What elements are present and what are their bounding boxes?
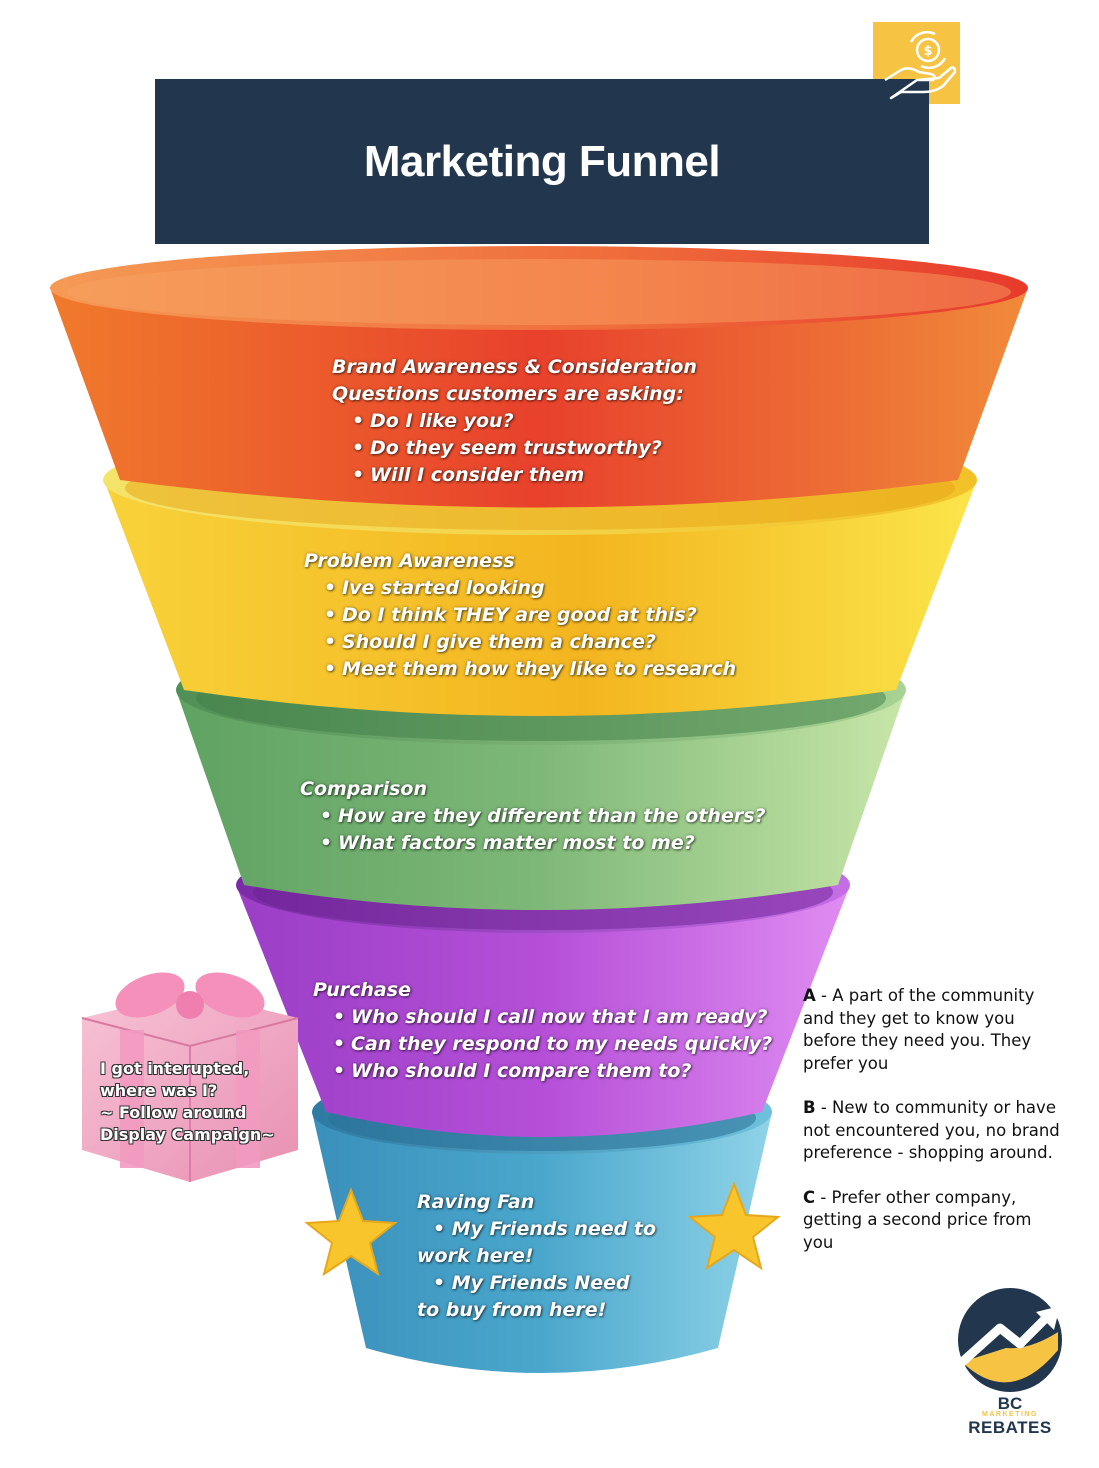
stage-heading: Problem Awareness — [304, 548, 736, 575]
logo-rebates: REBATES — [955, 1418, 1065, 1438]
legend-letter: B — [803, 1098, 816, 1117]
gift-caption-line: where was I? — [100, 1080, 300, 1102]
question-item-text: My Friends need to — [452, 1218, 656, 1240]
question-item: Do I like you? — [348, 408, 697, 435]
gift-caption-line: Display Campaign~ — [100, 1124, 300, 1146]
legend-letter: C — [803, 1188, 815, 1207]
question-item: Will I consider them — [348, 462, 697, 489]
stage-questions: Ive started looking Do I think THEY are … — [304, 575, 736, 683]
legend-item-a: A - A part of the community and they get… — [803, 985, 1063, 1075]
legend-text: - A part of the community and they get t… — [803, 986, 1034, 1073]
question-item: • My Friends need to — [417, 1216, 656, 1243]
gift-caption: I got interupted, where was I? ~ Follow … — [100, 1058, 300, 1146]
logo-marketing: MARKETING — [955, 1411, 1065, 1418]
legend-text: - Prefer other company, getting a second… — [803, 1188, 1031, 1252]
question-item: How are they different than the others? — [316, 803, 766, 830]
stage-heading: Comparison — [300, 776, 766, 803]
stage-purchase: Purchase Who should I call now that I am… — [313, 977, 772, 1085]
page-title: Marketing Funnel — [364, 137, 720, 187]
stage-questions: Do I like you? Do they seem trustworthy?… — [332, 408, 697, 489]
gift-caption-line: ~ Follow around — [100, 1102, 300, 1124]
question-item: Can they respond to my needs quickly? — [329, 1031, 772, 1058]
hand-dollar-icon-overlay: $ — [873, 22, 960, 104]
legend: A - A part of the community and they get… — [803, 985, 1063, 1276]
question-item: Do I think THEY are good at this? — [320, 602, 736, 629]
question-item-text: My Friends Need — [452, 1272, 630, 1294]
stage-heading: Raving Fan — [417, 1189, 656, 1216]
question-item: Who should I call now that I am ready? — [329, 1004, 772, 1031]
legend-text: - New to community or have not encounter… — [803, 1098, 1060, 1162]
question-item: Should I give them a chance? — [320, 629, 736, 656]
question-item-continued: to buy from here! — [417, 1297, 656, 1324]
legend-letter: A — [803, 986, 816, 1005]
stage-questions: How are they different than the others? … — [300, 803, 766, 857]
stage-brand-awareness: Brand Awareness & Consideration Question… — [332, 354, 697, 489]
legend-item-b: B - New to community or have not encount… — [803, 1097, 1063, 1165]
stage-questions: Who should I call now that I am ready? C… — [313, 1004, 772, 1085]
gift-caption-line: I got interupted, — [100, 1058, 300, 1080]
question-item: Meet them how they like to research — [320, 656, 736, 683]
question-item: What factors matter most to me? — [316, 830, 766, 857]
stage-problem-awareness: Problem Awareness Ive started looking Do… — [304, 548, 736, 683]
question-item: Do they seem trustworthy? — [348, 435, 697, 462]
svg-text:$: $ — [923, 44, 932, 59]
question-item: • My Friends Need — [417, 1270, 656, 1297]
stage-subheading: Questions customers are asking: — [332, 381, 697, 408]
question-item: Who should I compare them to? — [329, 1058, 772, 1085]
bc-logo-mark — [958, 1288, 1062, 1392]
question-item-continued: work here! — [417, 1243, 656, 1270]
stage-heading: Purchase — [313, 977, 772, 1004]
question-item: Ive started looking — [320, 575, 736, 602]
stage-heading: Brand Awareness & Consideration — [332, 354, 697, 381]
stage-comparison: Comparison How are they different than t… — [300, 776, 766, 857]
stage-raving-fan: Raving Fan • My Friends need to work her… — [417, 1189, 656, 1324]
title-bar: Marketing Funnel — [155, 79, 929, 244]
legend-item-c: C - Prefer other company, getting a seco… — [803, 1187, 1063, 1255]
